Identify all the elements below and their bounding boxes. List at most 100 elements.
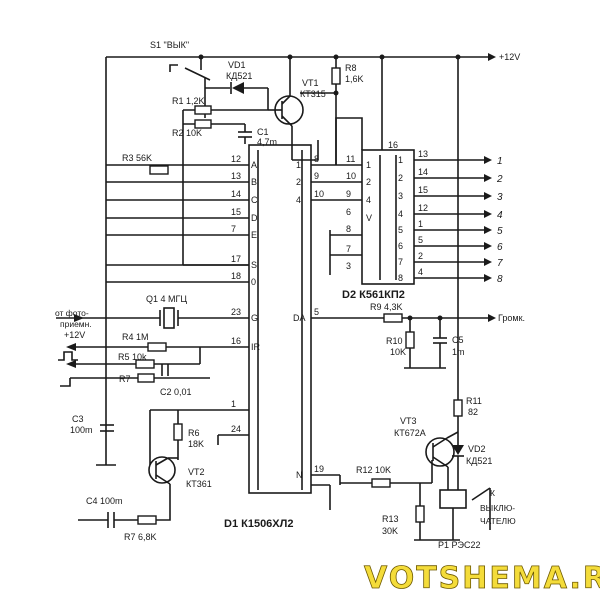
resistor-r3 <box>149 165 169 175</box>
d2-pin-name: V <box>366 213 372 223</box>
vt2-ref: VT2 <box>188 467 205 477</box>
d1-pin-number: 19 <box>314 464 324 474</box>
transistor-vt1 <box>267 57 319 161</box>
c1-ref: C1 <box>257 127 269 137</box>
d2-output-label: 3 <box>497 192 503 203</box>
d1-pin-number: 10 <box>314 189 324 199</box>
d2-pin-number: 9 <box>346 189 351 199</box>
d2-output-label: 7 <box>497 258 503 269</box>
r12-label: R12 10K <box>356 465 391 475</box>
d2-pin-number: 13 <box>418 149 428 159</box>
d2-output-label: 5 <box>497 226 503 237</box>
plus12-label: +12V <box>64 330 85 340</box>
transistor-vt3 <box>425 431 459 468</box>
vd2-value: КД521 <box>466 456 492 466</box>
to-switch-label-line1: К <box>490 488 495 498</box>
r9-label: R9 4,3K <box>370 302 403 312</box>
relay-contact <box>471 487 491 530</box>
d2-pin-number: 3 <box>346 261 351 271</box>
d1-pin-name: B <box>251 177 257 187</box>
d2-output-label: 1 <box>497 156 503 167</box>
vt2-value: КТ361 <box>186 479 212 489</box>
r13-value: 30K <box>382 526 398 536</box>
vt3-value: КТ672А <box>394 428 426 438</box>
d1-pin-number: 13 <box>231 171 241 181</box>
resistor-r2 <box>194 119 212 129</box>
d2-pin-number: 11 <box>346 154 355 164</box>
vt3-ref: VT3 <box>400 416 417 426</box>
d2-strobe-wire <box>335 117 363 165</box>
d2-pin-number: 12 <box>418 203 428 213</box>
d2-pin-number: 8 <box>346 224 351 234</box>
d2-pin-name: 4 <box>398 209 403 219</box>
r2-label: R2 10K <box>172 128 202 138</box>
d1-pin-number: 18 <box>231 271 241 281</box>
resistor-r7b <box>137 373 155 383</box>
resistor-r11 <box>453 399 463 417</box>
d1-pin-number: 1 <box>231 399 236 409</box>
d1-pin-number: 24 <box>231 424 241 434</box>
capacitor-c2 <box>161 364 169 376</box>
d2-output-arrow <box>484 174 492 182</box>
c5-value: 1m <box>452 347 465 357</box>
d1-pin-number: 15 <box>231 207 241 217</box>
switch-s1-label: S1 "ВЫК" <box>150 40 189 50</box>
r6-ref: R6 <box>188 428 200 438</box>
d1-pin-name: 1 <box>296 160 301 170</box>
chip-d1-label: D1 К1506ХЛ2 <box>224 518 293 530</box>
resistor-r8 <box>331 67 341 85</box>
d2-pin-name: 7 <box>398 257 403 267</box>
d1-pin-number: 16 <box>231 336 241 346</box>
resistor-r13 <box>415 505 425 523</box>
power-rail-arrow <box>488 53 496 61</box>
resistor-r7 <box>137 515 157 525</box>
crystal-q1 <box>106 307 249 329</box>
d2-output-label: 4 <box>497 210 503 221</box>
d1-pin-number: 14 <box>231 189 241 199</box>
chip-d1 <box>248 144 312 494</box>
d1-pin-name: D <box>251 213 258 223</box>
d1-pin-name: 0 <box>251 277 256 287</box>
r8-value: 1,6K <box>345 74 364 84</box>
diode-vd2 <box>452 432 464 490</box>
d1-pin-name: G <box>251 313 258 323</box>
r13-ref: R13 <box>382 514 399 524</box>
d2-pin-name: 6 <box>398 241 403 251</box>
chip-d2 <box>361 149 415 285</box>
d2-pin-name: 4 <box>366 195 371 205</box>
resistor-r12 <box>371 478 391 488</box>
c3-ref: C3 <box>72 414 84 424</box>
d2-output-arrow <box>484 258 492 266</box>
d1-pin-number: 7 <box>231 224 236 234</box>
d1-pin-name: 2 <box>296 177 301 187</box>
d2-pin-number: 4 <box>418 267 423 277</box>
r11-value: 82 <box>468 407 478 417</box>
watermark-logo: VOTSHEMA.RU <box>364 561 600 596</box>
c5-ref: C5 <box>452 335 464 345</box>
c2-label: C2 0,01 <box>160 387 192 397</box>
d2-output-arrow <box>484 192 492 200</box>
d2-pin-name: 2 <box>398 173 403 183</box>
d2-output-arrow <box>484 210 492 218</box>
r1-label: R1 1,2K <box>172 96 205 106</box>
d2-pin-number: 7 <box>346 244 351 254</box>
r8-ref: R8 <box>345 63 357 73</box>
r5-label: R5 10k <box>118 352 147 362</box>
vt1-ref: VT1 <box>302 78 319 88</box>
resistor-r10 <box>405 331 415 349</box>
vt1-value: КТ315 <box>300 89 326 99</box>
photo-receiver-label-line1: от фото- <box>55 308 89 318</box>
d2-pin-number: 1 <box>418 219 423 229</box>
d2-top-pin: 16 <box>388 140 398 150</box>
capacitor-c3 <box>100 424 114 432</box>
d2-pin-number: 15 <box>418 185 428 195</box>
d2-pin-number: 2 <box>418 251 423 261</box>
c1-value: 4,7m <box>257 137 277 147</box>
d1-pin-name: A <box>251 160 257 170</box>
r10-ref: R10 <box>386 336 403 346</box>
d2-pin-name: 3 <box>398 191 403 201</box>
